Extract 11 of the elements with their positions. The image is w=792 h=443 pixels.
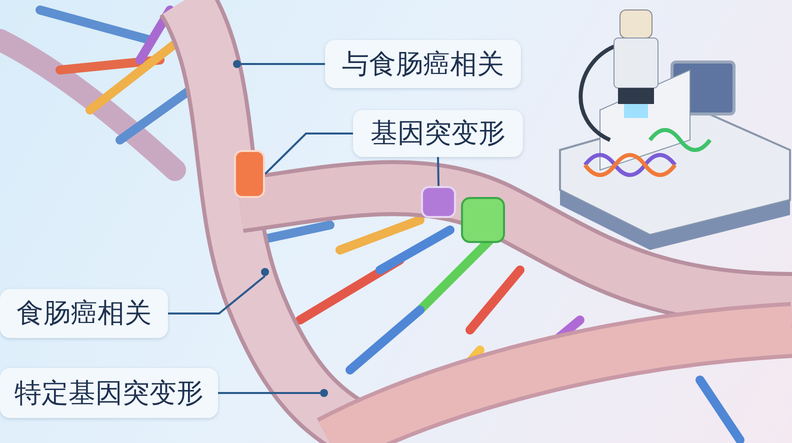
callout-label: 基因突变形 [353,110,523,157]
leader-line [241,63,325,65]
callout-label: 食肠癌相关 [0,289,168,338]
leader-line [264,132,353,175]
leader-line [168,275,266,314]
leader-line [437,156,440,186]
gene-band [234,150,265,198]
gene-band [421,186,456,218]
leader-line [218,392,320,394]
callout-label: 与食肠癌相关 [325,40,521,88]
callout-label: 特定基因突变形 [0,368,218,418]
